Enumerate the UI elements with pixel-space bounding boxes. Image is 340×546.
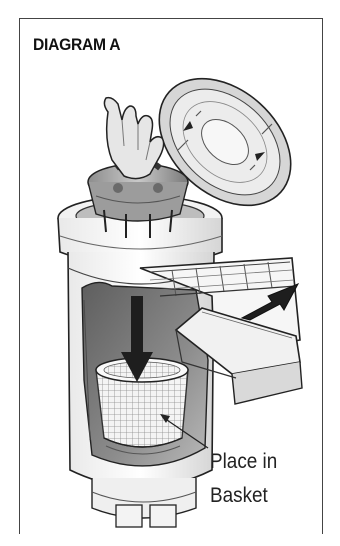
callout-line-1: Place in [210,445,277,479]
callout-line-2: Basket [210,479,277,513]
place-in-basket-callout: Place in Basket [210,445,277,513]
